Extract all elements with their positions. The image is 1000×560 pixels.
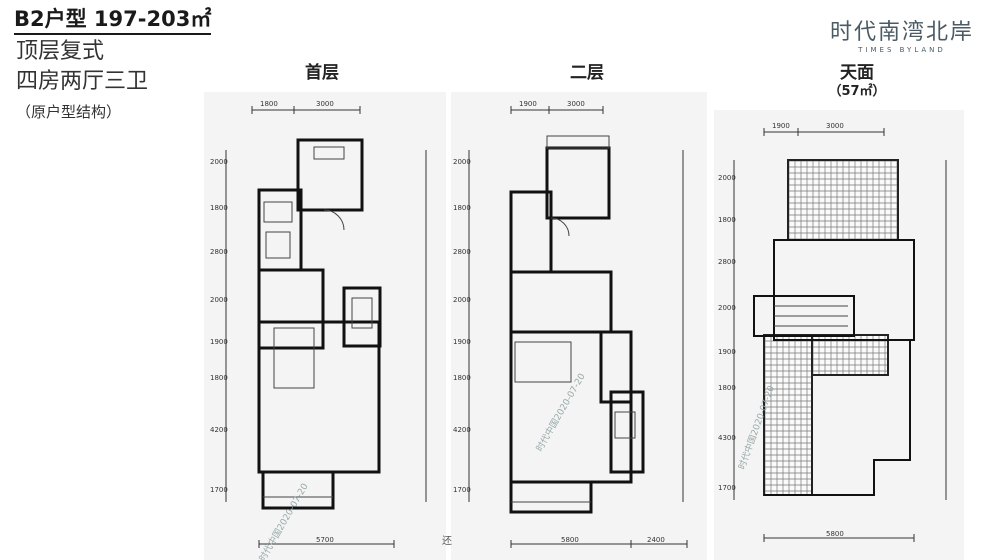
brand-logo: 时代南湾北岸 TIMES BYLAND [830,14,974,54]
roof-dim-left-2: 1800 [718,216,736,224]
floor2-dim-left-3: 2800 [453,248,471,256]
roof-plan-drawing: 时代中国2020-07-20 1900 3000 5800 2000 1800 … [718,122,947,542]
floor1-title: 首层 [305,63,339,83]
roof-dim-top-1: 1900 [772,122,790,130]
floor1-dim-left-3: 2800 [210,248,228,256]
roof-dim-left-8: 1700 [718,484,736,492]
roof-dim-left-3: 2800 [718,258,736,266]
floor1-dim-left-8: 1700 [210,486,228,494]
floor2-dim-left-7: 4200 [453,426,471,434]
roof-dim-left-4: 2000 [718,304,736,312]
floor1-dim-top-1: 1800 [260,100,278,108]
roof-dim-left-5: 1900 [718,348,736,356]
plan-rooms-line: 四房两厅三卫 [16,69,149,94]
brand-name-en: TIMES BYLAND [858,46,946,54]
floor2-title: 二层 [570,63,604,83]
floor2-plan: 时代中国2020-07-20 1900 3000 5800 2400 2000 … [451,92,707,560]
roof-hatch-top [787,159,899,241]
roof-dim-left-1: 2000 [718,174,736,182]
roof-plan: 时代中国2020-07-20 1900 3000 5800 2000 1800 … [714,110,964,560]
floor1-dim-top-2: 3000 [316,100,334,108]
floor1-dim-left-1: 2000 [210,158,228,166]
floor1-dim-left-4: 2000 [210,296,228,304]
floor1-plan: 时代中国2020-07-20 1800 3000 5700 2000 1800 … [204,92,446,560]
roof-area: （57㎡） [828,84,886,99]
floor1-dim-left-5: 1900 [210,338,228,346]
brand-name-cn: 时代南湾北岸 [829,20,974,45]
floor1-dim-left-6: 1800 [210,374,228,382]
floor2-dim-bottom-2: 2400 [647,536,665,544]
plan-note-line: （原户型结构） [16,103,122,121]
floor1-dim-left-7: 4200 [210,426,228,434]
roof-hatch-mid [811,334,889,376]
floor2-dim-bottom-1: 5800 [561,536,579,544]
roof-title: 天面 [840,63,874,83]
plan-type-line: 顶层复式 [16,39,105,64]
floor2-dim-top-1: 1900 [519,100,537,108]
floor2-dim-left-6: 1800 [453,374,471,382]
floor2-dim-left-4: 2000 [453,296,471,304]
roof-hatch-left [763,334,813,496]
roof-dim-left-7: 4300 [718,434,736,442]
floor2-dim-left-2: 1800 [453,204,471,212]
floor1-plan-drawing: 时代中国2020-07-20 1800 3000 5700 2000 1800 … [210,100,427,560]
plan-title: B2户型 197-203㎡ [14,6,212,35]
roof-dim-left-6: 1800 [718,384,736,392]
floor2-dim-left-8: 1700 [453,486,471,494]
roof-dim-top-2: 3000 [826,122,844,130]
floor2-dim-left-1: 2000 [453,158,471,166]
floor1-dim-left-2: 1800 [210,204,228,212]
floor1-dim-bottom: 5700 [316,536,334,544]
floor2-plan-drawing: 时代中国2020-07-20 1900 3000 5800 2400 2000 … [453,100,688,548]
floor2-watermark: 时代中国2020-07-20 [533,371,588,454]
floor2-dim-top-2: 3000 [567,100,585,108]
floor2-dim-left-5: 1900 [453,338,471,346]
roof-dim-bottom: 5800 [826,530,844,538]
footer-glyph: 还 [442,536,452,547]
